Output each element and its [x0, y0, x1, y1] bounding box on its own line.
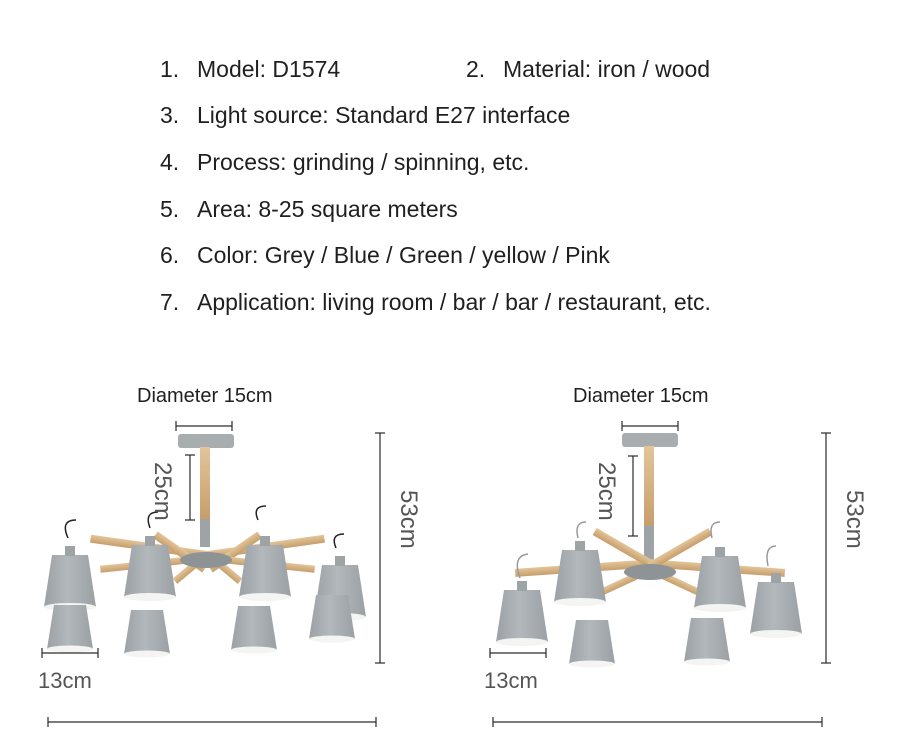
right-diameter-dimension: [621, 421, 679, 431]
right-height-dimension: [821, 432, 831, 664]
left-chandelier: [41, 421, 385, 727]
right-chandelier: [489, 421, 831, 727]
right-width-dimension: [492, 717, 823, 727]
right-rod-label: 25cm: [593, 462, 620, 521]
left-shade-label: 13cm: [38, 668, 92, 693]
left-rod-dimension: [185, 454, 195, 521]
right-wood-rod: [644, 446, 654, 526]
spec-item-light-source: 3.Light source: Standard E27 interface: [160, 102, 571, 128]
left-shade-dimension: [41, 648, 99, 658]
left-diameter-label: Diameter 15cm: [137, 385, 273, 407]
left-height-label: 53cm: [395, 490, 422, 549]
left-wood-rod: [200, 447, 210, 519]
left-height-dimension: [375, 432, 385, 664]
right-shade-label: 13cm: [484, 668, 538, 693]
left-diameter-dimension: [175, 421, 233, 431]
right-shade-dimension: [489, 648, 547, 658]
right-rod-dimension: [628, 455, 638, 537]
left-canopy: [178, 434, 234, 448]
spec-item-material: 2.Material: iron / wood: [466, 56, 711, 82]
spec-item-area: 5.Area: 8-25 square meters: [160, 196, 458, 222]
left-rod-label: 25cm: [149, 462, 176, 521]
spec-item-model: 1.Model: D1574: [160, 56, 341, 82]
left-width-dimension: [47, 717, 377, 727]
spec-item-color: 6.Color: Grey / Blue / Green / yellow / …: [160, 242, 610, 268]
right-canopy: [622, 433, 678, 447]
spec-item-application: 7.Application: living room / bar / bar /…: [160, 289, 711, 315]
right-diameter-label: Diameter 15cm: [573, 385, 709, 407]
right-height-label: 53cm: [841, 490, 868, 549]
spec-item-process: 4.Process: grinding / spinning, etc.: [160, 149, 530, 175]
